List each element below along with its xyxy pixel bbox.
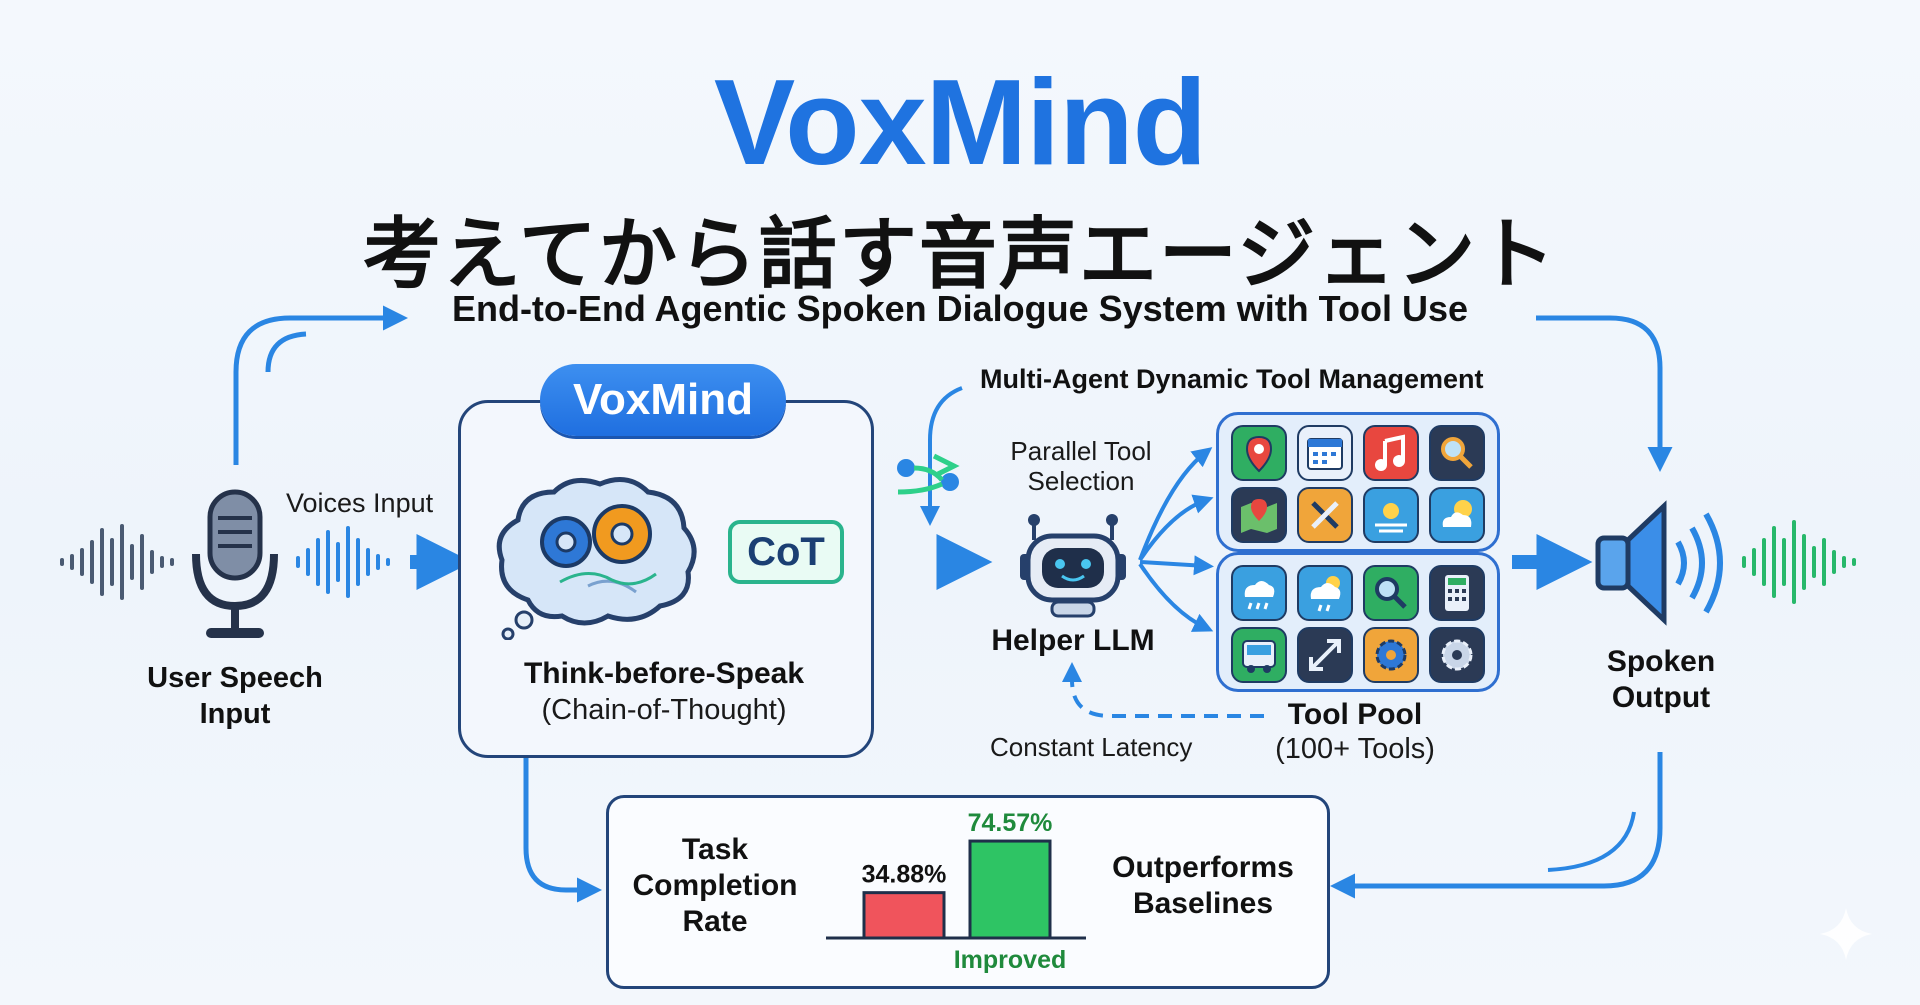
tools-icon [1297, 487, 1353, 543]
branch-share-icon [897, 453, 960, 495]
microphone-icon [192, 489, 278, 638]
arrow-mic-to-top [233, 305, 408, 465]
subtitle: End-to-End Agentic Spoken Dialogue Syste… [451, 288, 1469, 329]
rain-cloud-icon [1231, 565, 1287, 621]
search-icon [1363, 565, 1419, 621]
bar-voxmind [968, 839, 1052, 940]
map-pin-icon [1231, 425, 1287, 481]
completion-rate-chart: 34.88% 74.57% Improved [826, 809, 1086, 974]
resize-icon [1297, 627, 1353, 683]
think-before-speak-caption: Think-before-Speak (Chain-of-Thought) [523, 657, 805, 726]
arrow-heading-down [920, 386, 963, 526]
helper-robot-icon [1020, 514, 1126, 618]
storm-cloud-icon [1297, 565, 1353, 621]
japanese-title: 考えてから話す音声エージェント [362, 210, 1558, 300]
calculator-icon [1429, 565, 1485, 621]
brain-gears-icon [496, 477, 697, 640]
improved-label: Improved [954, 946, 1067, 974]
gear-blue-icon [540, 516, 592, 568]
constant-latency-label: Constant Latency [990, 732, 1193, 762]
partly-cloudy-icon [1429, 487, 1485, 543]
weather-icon [1363, 487, 1419, 543]
arrow-inner-curve [265, 331, 307, 373]
speaker-icon [1595, 500, 1723, 626]
tool-grid-bottom [1216, 552, 1500, 692]
search-icon [1429, 425, 1485, 481]
bar-label-voxmind: 74.57% [968, 809, 1053, 837]
bus-icon [1231, 627, 1287, 683]
output-waveform [1742, 520, 1856, 604]
arrow-output-to-metrics [1330, 752, 1663, 899]
gear-orange-icon [1363, 627, 1419, 683]
voices-input-label: Voices Input [286, 488, 434, 518]
arrow-output-inner [1547, 811, 1636, 872]
cot-box: CoT [728, 520, 844, 584]
calendar-icon [1297, 425, 1353, 481]
sparkle-icon [1820, 908, 1872, 960]
tool-management-heading: Multi-Agent Dynamic Tool Management [980, 364, 1484, 394]
input-waveform-left [60, 524, 174, 600]
fan-arrow-2 [1138, 494, 1214, 562]
arrow-top-to-speaker [1536, 315, 1673, 472]
fan-arrow-4 [1138, 562, 1214, 632]
latency-dashed-arrow [1062, 662, 1264, 718]
gear-dark-icon [1429, 627, 1485, 683]
fan-arrow-1 [1138, 447, 1213, 561]
input-waveform-right [296, 526, 390, 598]
map-icon [1231, 487, 1287, 543]
arrow-voxmind-to-metrics [523, 758, 602, 903]
fan-arrow-3 [1139, 555, 1214, 576]
tool-pool-label: Tool Pool (100+ Tools) [1275, 698, 1435, 765]
bar-baseline [862, 891, 946, 940]
voxmind-pill: VoxMind [540, 364, 786, 436]
bar-label-baseline: 34.88% [862, 861, 947, 889]
gear-orange-icon [592, 504, 652, 564]
tool-grid-top [1216, 412, 1500, 552]
music-icon [1363, 425, 1419, 481]
helper-llm-label: Helper LLM [991, 624, 1155, 657]
task-completion-panel [606, 795, 1330, 989]
main-title: VoxMind [713, 54, 1207, 190]
